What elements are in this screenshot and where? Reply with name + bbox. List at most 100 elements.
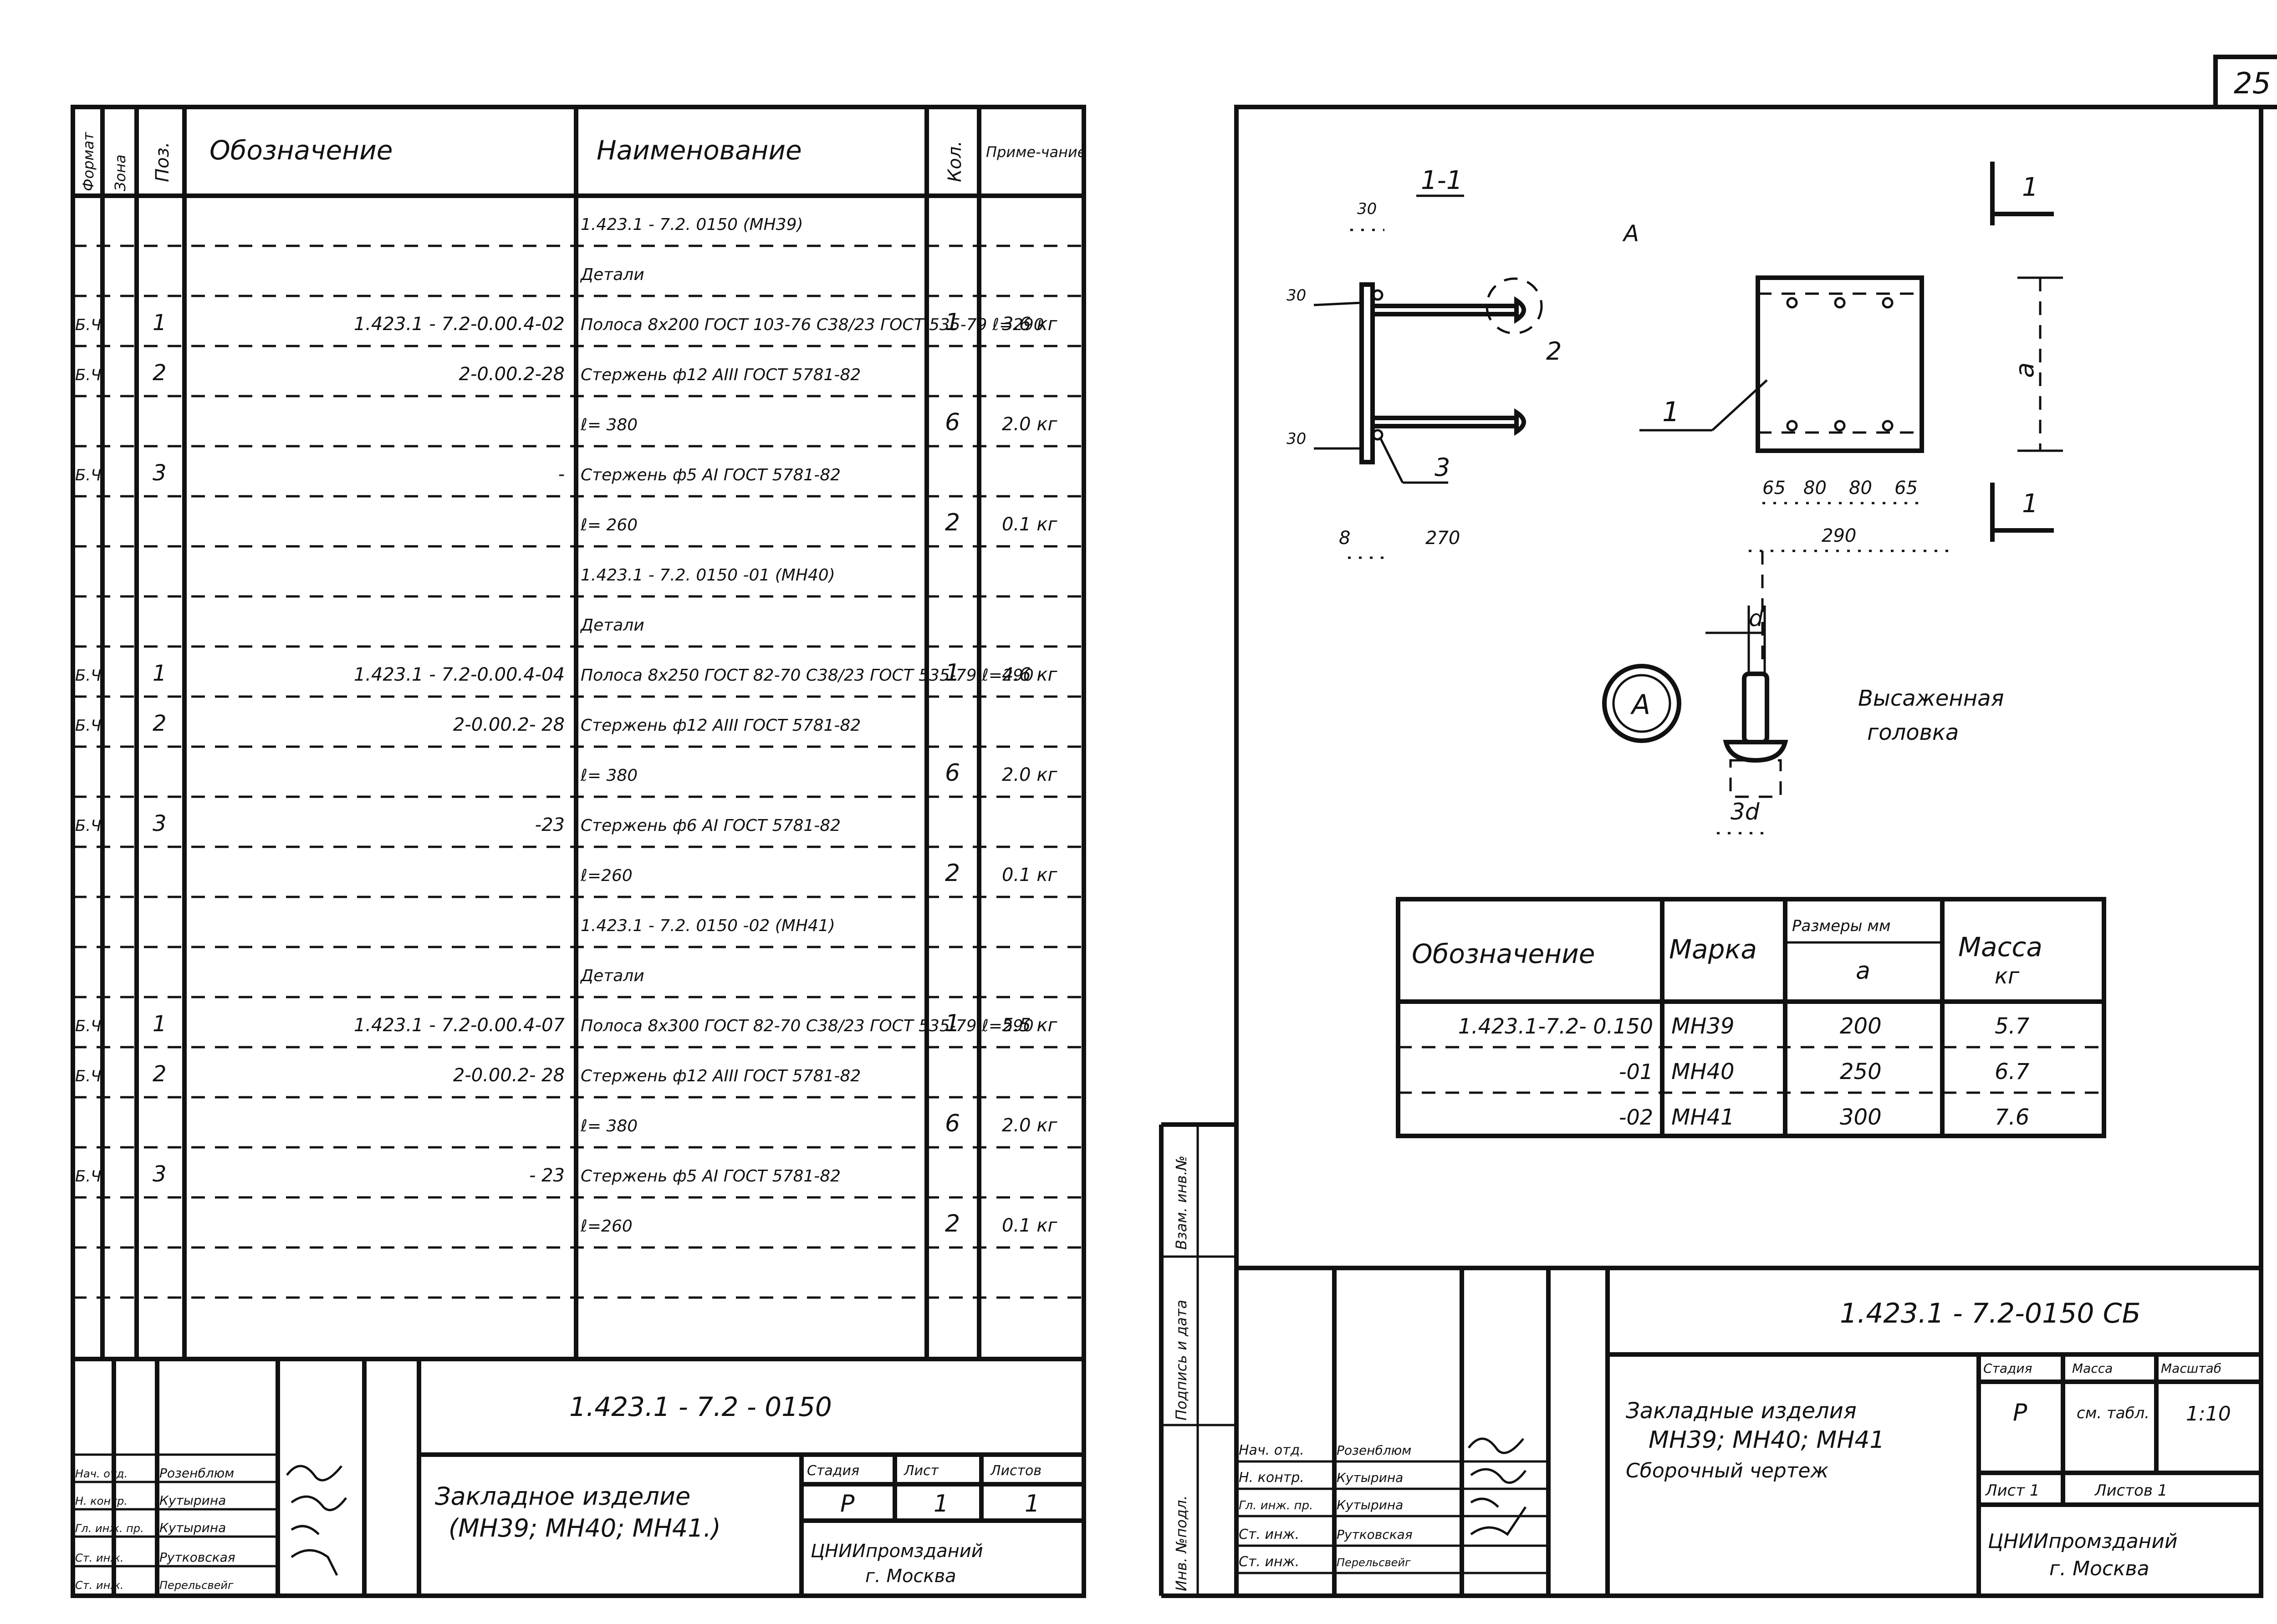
spec-header-note: Приме-чание <box>986 143 1086 161</box>
spec-cell-qty: 2 <box>945 1210 960 1237</box>
spec-cell-designation: - <box>558 464 565 485</box>
spec-sheet-label: Лист <box>904 1463 939 1479</box>
spec-cell-pos: 2 <box>153 360 167 386</box>
spec-cell-name: 1.423.1 - 7.2. 0150 -01 (МН40) <box>581 566 835 585</box>
spec-cell-designation: 2-0.00.2-28 <box>459 364 565 385</box>
role-1: Н. контр. <box>1239 1470 1304 1486</box>
spec-header-pos: Поз. <box>152 142 173 182</box>
side-label-sign: Подпись и дата <box>1173 1300 1190 1420</box>
spec-cell-name: 1.423.1 - 7.2. 0150 -02 (МН41) <box>581 916 835 935</box>
assembly-stage: Р <box>2013 1399 2027 1426</box>
spec-cell-designation: 1.423.1 - 7.2-0.00.4-07 <box>354 1015 565 1036</box>
callout-a-label: А <box>1630 689 1650 721</box>
spec-cell-qty: 6 <box>945 1110 960 1137</box>
spec-cell-name: ℓ= 260 <box>580 516 638 535</box>
cut-mark-top: 1 <box>2022 173 2038 202</box>
spec-cell-format: Б.Ч <box>75 717 101 735</box>
mark-cell-mark: МН41 <box>1671 1105 1735 1130</box>
spec-cell-pos: 1 <box>153 310 167 336</box>
spec-sheets: 1 <box>1025 1490 1040 1517</box>
role-3: Ст. инж. <box>1239 1527 1299 1543</box>
person-a0: Розенблюм <box>1337 1443 1411 1458</box>
spec-cell-note: 3.6 кг <box>1002 314 1057 335</box>
spec-cell-pos: 2 <box>153 1061 167 1087</box>
cut-mark-bottom: 1 <box>2022 489 2038 519</box>
assembly-org-city: г. Москва <box>2049 1557 2149 1580</box>
spec-cell-name: Детали <box>580 967 644 985</box>
spec-cell-name: Полоса 8х250 ГОСТ 82-70 С38/23 ГОСТ 535-… <box>581 666 1034 685</box>
dim-30-top: 30 <box>1357 200 1377 218</box>
dim-65-right: 65 <box>1894 478 1918 499</box>
spec-cell-name: Полоса 8х300 ГОСТ 82-70 С38/23 ГОСТ 535-… <box>581 1017 1034 1035</box>
spec-org: ЦНИИпромзданий <box>811 1541 983 1562</box>
spec-cell-designation: - 23 <box>529 1165 565 1186</box>
spec-cell-name: ℓ= 380 <box>580 416 638 434</box>
assembly-org: ЦНИИпромзданий <box>1988 1530 2178 1553</box>
spec-cell-qty: 1 <box>945 1010 960 1037</box>
spec-sheet: 1 <box>934 1490 949 1517</box>
spec-cell-pos: 1 <box>153 1011 167 1037</box>
assembly-sheet-label: Лист 1 <box>1985 1481 2040 1500</box>
spec-cell-qty: 2 <box>945 509 960 536</box>
side-label-inv: Инв. №подл. <box>1173 1495 1190 1591</box>
spec-header-name: Наименование <box>597 135 802 166</box>
spec-cell-format: Б.Ч <box>75 366 101 384</box>
spec-cell-format: Б.Ч <box>75 316 101 334</box>
dim-8: 8 <box>1339 528 1350 549</box>
callout-a-circle <box>1602 664 1681 743</box>
spec-cell-name: Стержень ф6 АI ГОСТ 5781-82 <box>581 816 841 835</box>
role-st-inzh-2: Ст. инж. <box>75 1579 124 1592</box>
role-st-inzh: Ст. инж. <box>75 1552 124 1564</box>
spec-cell-name: Стержень ф12 АIII ГОСТ 5781-82 <box>581 366 861 384</box>
mark-table-h-dims: Размеры мм <box>1792 917 1891 935</box>
person-4: Перельсвейг <box>159 1579 234 1592</box>
dim-290: 290 <box>1822 525 1856 546</box>
mark-cell-a: 200 <box>1840 1013 1882 1039</box>
dim-30-bot: 30 <box>1287 430 1306 448</box>
pos-label-1: 1 <box>1662 396 1680 428</box>
spec-cell-pos: 1 <box>153 661 167 686</box>
person-1: Кутырина <box>159 1493 226 1508</box>
spec-cell-designation: 2-0.00.2- 28 <box>453 714 565 735</box>
spec-cell-note: 4.6 кг <box>1002 664 1057 685</box>
view-a: А 1 a 65 80 80 65 290 <box>1622 162 2063 552</box>
mark-cell-a: 250 <box>1840 1059 1882 1084</box>
spec-cell-note: 5.5 кг <box>1002 1015 1057 1036</box>
spec-header-designation: Обозначение <box>209 135 393 166</box>
spec-cell-name: 1.423.1 - 7.2. 0150 (МН39) <box>581 215 803 234</box>
spec-stage: Р <box>840 1490 855 1517</box>
spec-cell-format: Б.Ч <box>75 667 101 685</box>
spec-doc-number: 1.423.1 - 7.2 - 0150 <box>569 1391 832 1422</box>
rod-stub <box>1742 672 1769 744</box>
role-0: Нач. отд. <box>1239 1442 1304 1458</box>
role-2: Гл. инж. пр. <box>1239 1499 1313 1512</box>
spec-cell-qty: 2 <box>945 860 960 887</box>
spec-sheets-label: Листов <box>990 1463 1041 1479</box>
head-note-line1: Высаженная <box>1858 686 2004 711</box>
assembly-title-block: 1.423.1 - 7.2-0150 СБ Закладные изделия … <box>1236 1266 2261 1596</box>
assembly-scale-label: Масштаб <box>2161 1361 2221 1376</box>
spec-cell-name: Детали <box>580 265 644 284</box>
spec-cell-name: ℓ=260 <box>580 866 633 885</box>
role-4: Ст. инж. <box>1239 1554 1299 1570</box>
mark-cell-a: 300 <box>1840 1105 1882 1130</box>
spec-title-line1: Закладное изделие <box>435 1482 690 1511</box>
spec-cell-format: Б.Ч <box>75 1167 101 1186</box>
page-number: 25 <box>2234 67 2271 101</box>
spec-cell-pos: 3 <box>153 1161 167 1187</box>
spec-cell-note: 0.1 кг <box>1002 865 1057 886</box>
spec-row-lines <box>73 244 1084 1299</box>
mark-table-h-designation: Обозначение <box>1412 938 1595 969</box>
mark-cell-mark: МН39 <box>1671 1013 1735 1039</box>
assembly-roles: Нач. отд. Н. контр. Гл. инж. пр. Ст. инж… <box>1239 1442 1413 1570</box>
assembly-border <box>1234 105 2263 1598</box>
mark-table: Обозначение Марка Размеры мм a Масса кг … <box>1396 897 2106 1138</box>
dim-80-left: 80 <box>1803 478 1827 499</box>
dim-65-left: 65 <box>1762 478 1786 499</box>
spec-cell-name: Стержень ф5 АI ГОСТ 5781-82 <box>581 466 841 484</box>
assembly-sheets-label: Листов 1 <box>2094 1481 2167 1500</box>
spec-header-qty: Кол. <box>944 141 965 182</box>
assembly-stage-label: Стадия <box>1983 1361 2032 1376</box>
spec-cell-format: Б.Ч <box>75 1067 101 1085</box>
